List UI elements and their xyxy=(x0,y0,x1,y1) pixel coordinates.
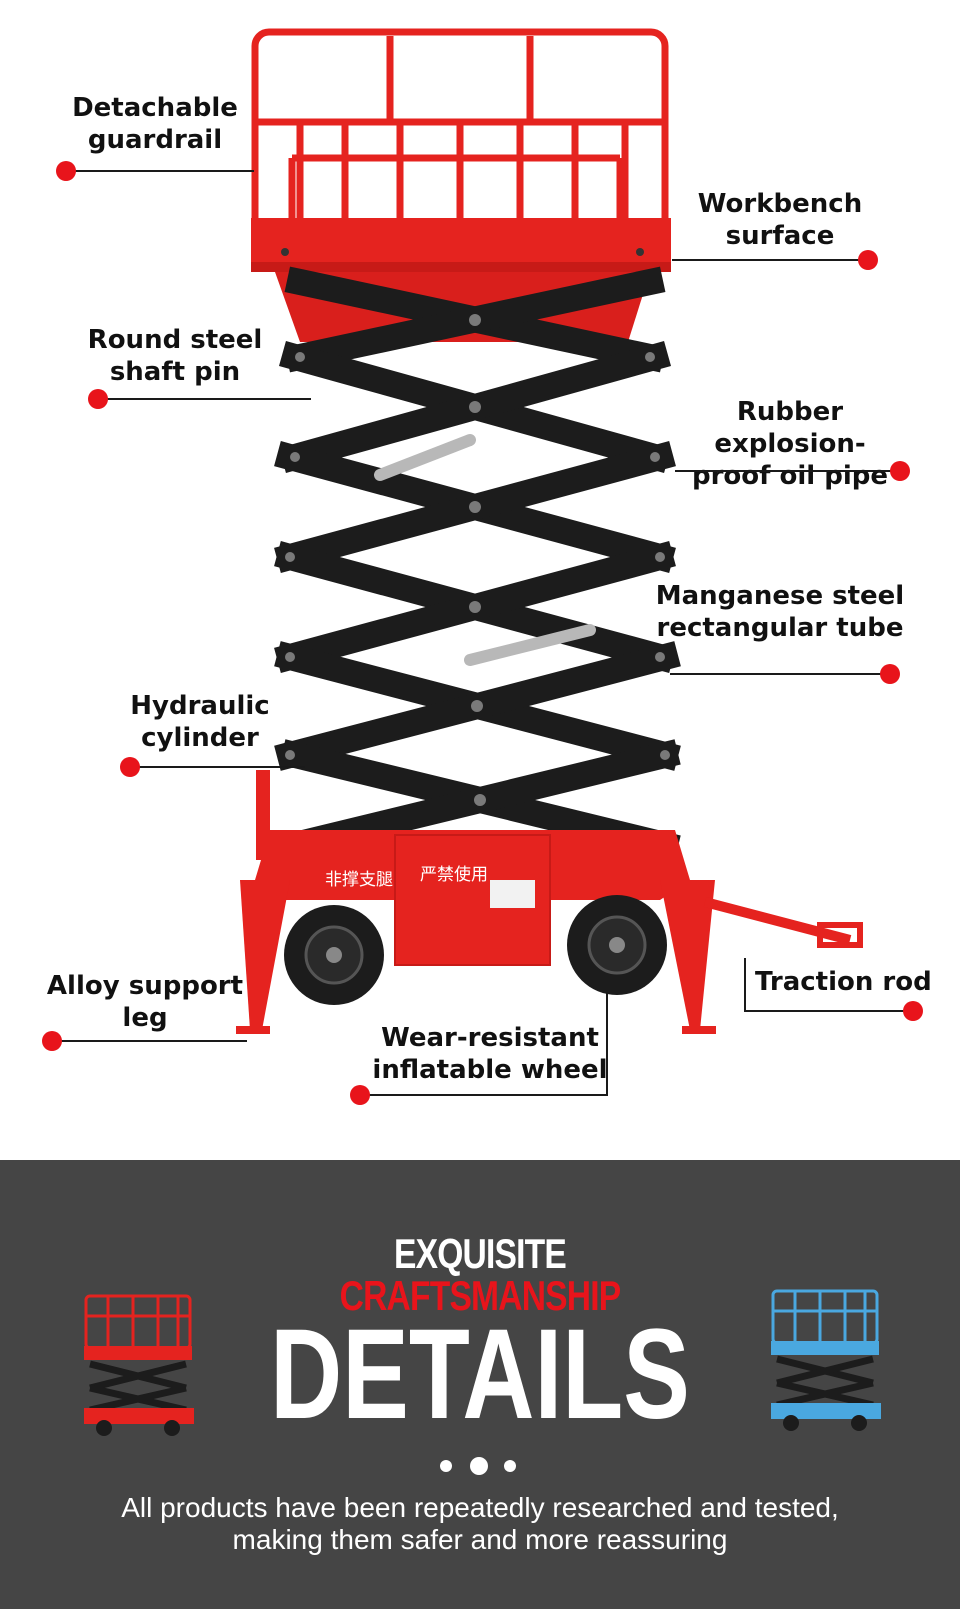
hydraulic-cylinder-shape xyxy=(374,434,596,666)
leader-inflatable-wheel-vertical xyxy=(606,992,608,1096)
marker-traction-rod xyxy=(903,1001,923,1021)
leader-alloy-support-leg xyxy=(52,1040,247,1042)
leader-manganese-tube xyxy=(670,673,890,675)
label-hydraulic-cylinder: Hydraulic cylinder xyxy=(130,691,270,753)
product-diagram-section xyxy=(0,0,960,1160)
chassis-sign-right: 严禁使用 xyxy=(420,864,488,885)
chassis-sign-left: 非撑支腿 xyxy=(325,870,393,890)
pager-dot xyxy=(440,1460,452,1472)
guardrail xyxy=(251,28,669,236)
marker-inflatable-wheel xyxy=(350,1085,370,1105)
marker-detachable-guardrail xyxy=(56,161,76,181)
pager-dot xyxy=(504,1460,516,1472)
label-workbench-surface: Workbench surface xyxy=(697,189,863,251)
banner-subtitle: All products have been repeatedly resear… xyxy=(121,1492,839,1555)
blue-lift-thumbnail xyxy=(771,1289,881,1431)
marker-hydraulic-cylinder xyxy=(120,757,140,777)
red-lift-thumbnail xyxy=(84,1294,194,1436)
marker-round-steel-shaft-pin xyxy=(88,389,108,409)
marker-rubber-oil-pipe xyxy=(890,461,910,481)
leader-traction-rod xyxy=(744,1010,904,1012)
banner-heading-craftsmanship: CRAFTSMANSHIP xyxy=(339,1272,622,1319)
chassis: 非撑支腿 严禁使用 xyxy=(236,770,863,1034)
scissor-arms xyxy=(274,266,681,861)
leader-inflatable-wheel xyxy=(362,1094,608,1096)
leader-detachable-guardrail xyxy=(66,170,254,172)
leader-rubber-oil-pipe xyxy=(675,470,900,472)
pager-dot-active xyxy=(470,1457,488,1475)
label-round-steel-shaft-pin: Round steel shaft pin xyxy=(87,325,263,387)
label-inflatable-wheel: Wear-resistant inflatable wheel xyxy=(372,1023,608,1085)
label-rubber-oil-pipe: Rubber explosion- proof oil pipe xyxy=(691,397,889,491)
workbench-platform xyxy=(251,218,671,270)
label-detachable-guardrail: Detachable guardrail xyxy=(72,93,238,155)
label-traction-rod: Traction rod xyxy=(755,967,932,997)
marker-workbench-surface xyxy=(858,250,878,270)
label-alloy-support-leg: Alloy support leg xyxy=(46,971,244,1033)
leader-hydraulic-cylinder xyxy=(130,766,305,768)
leader-traction-rod-vertical xyxy=(744,958,746,1012)
wheel-left xyxy=(284,905,384,1005)
marker-alloy-support-leg xyxy=(42,1031,62,1051)
leader-workbench-surface xyxy=(672,259,868,261)
banner-heading-details: DETAILS xyxy=(270,1303,690,1446)
banner-heading-exquisite: EXQUISITE xyxy=(393,1230,567,1277)
wheel-right xyxy=(567,895,667,995)
leader-round-steel-shaft-pin xyxy=(96,398,311,400)
scissor-pins xyxy=(285,314,670,806)
pager-dots xyxy=(440,1453,520,1477)
scissor-lift-illustration: 非撑支腿 严禁使用 xyxy=(236,28,863,1034)
marker-manganese-tube xyxy=(880,664,900,684)
label-manganese-tube: Manganese steel rectangular tube xyxy=(655,581,905,643)
